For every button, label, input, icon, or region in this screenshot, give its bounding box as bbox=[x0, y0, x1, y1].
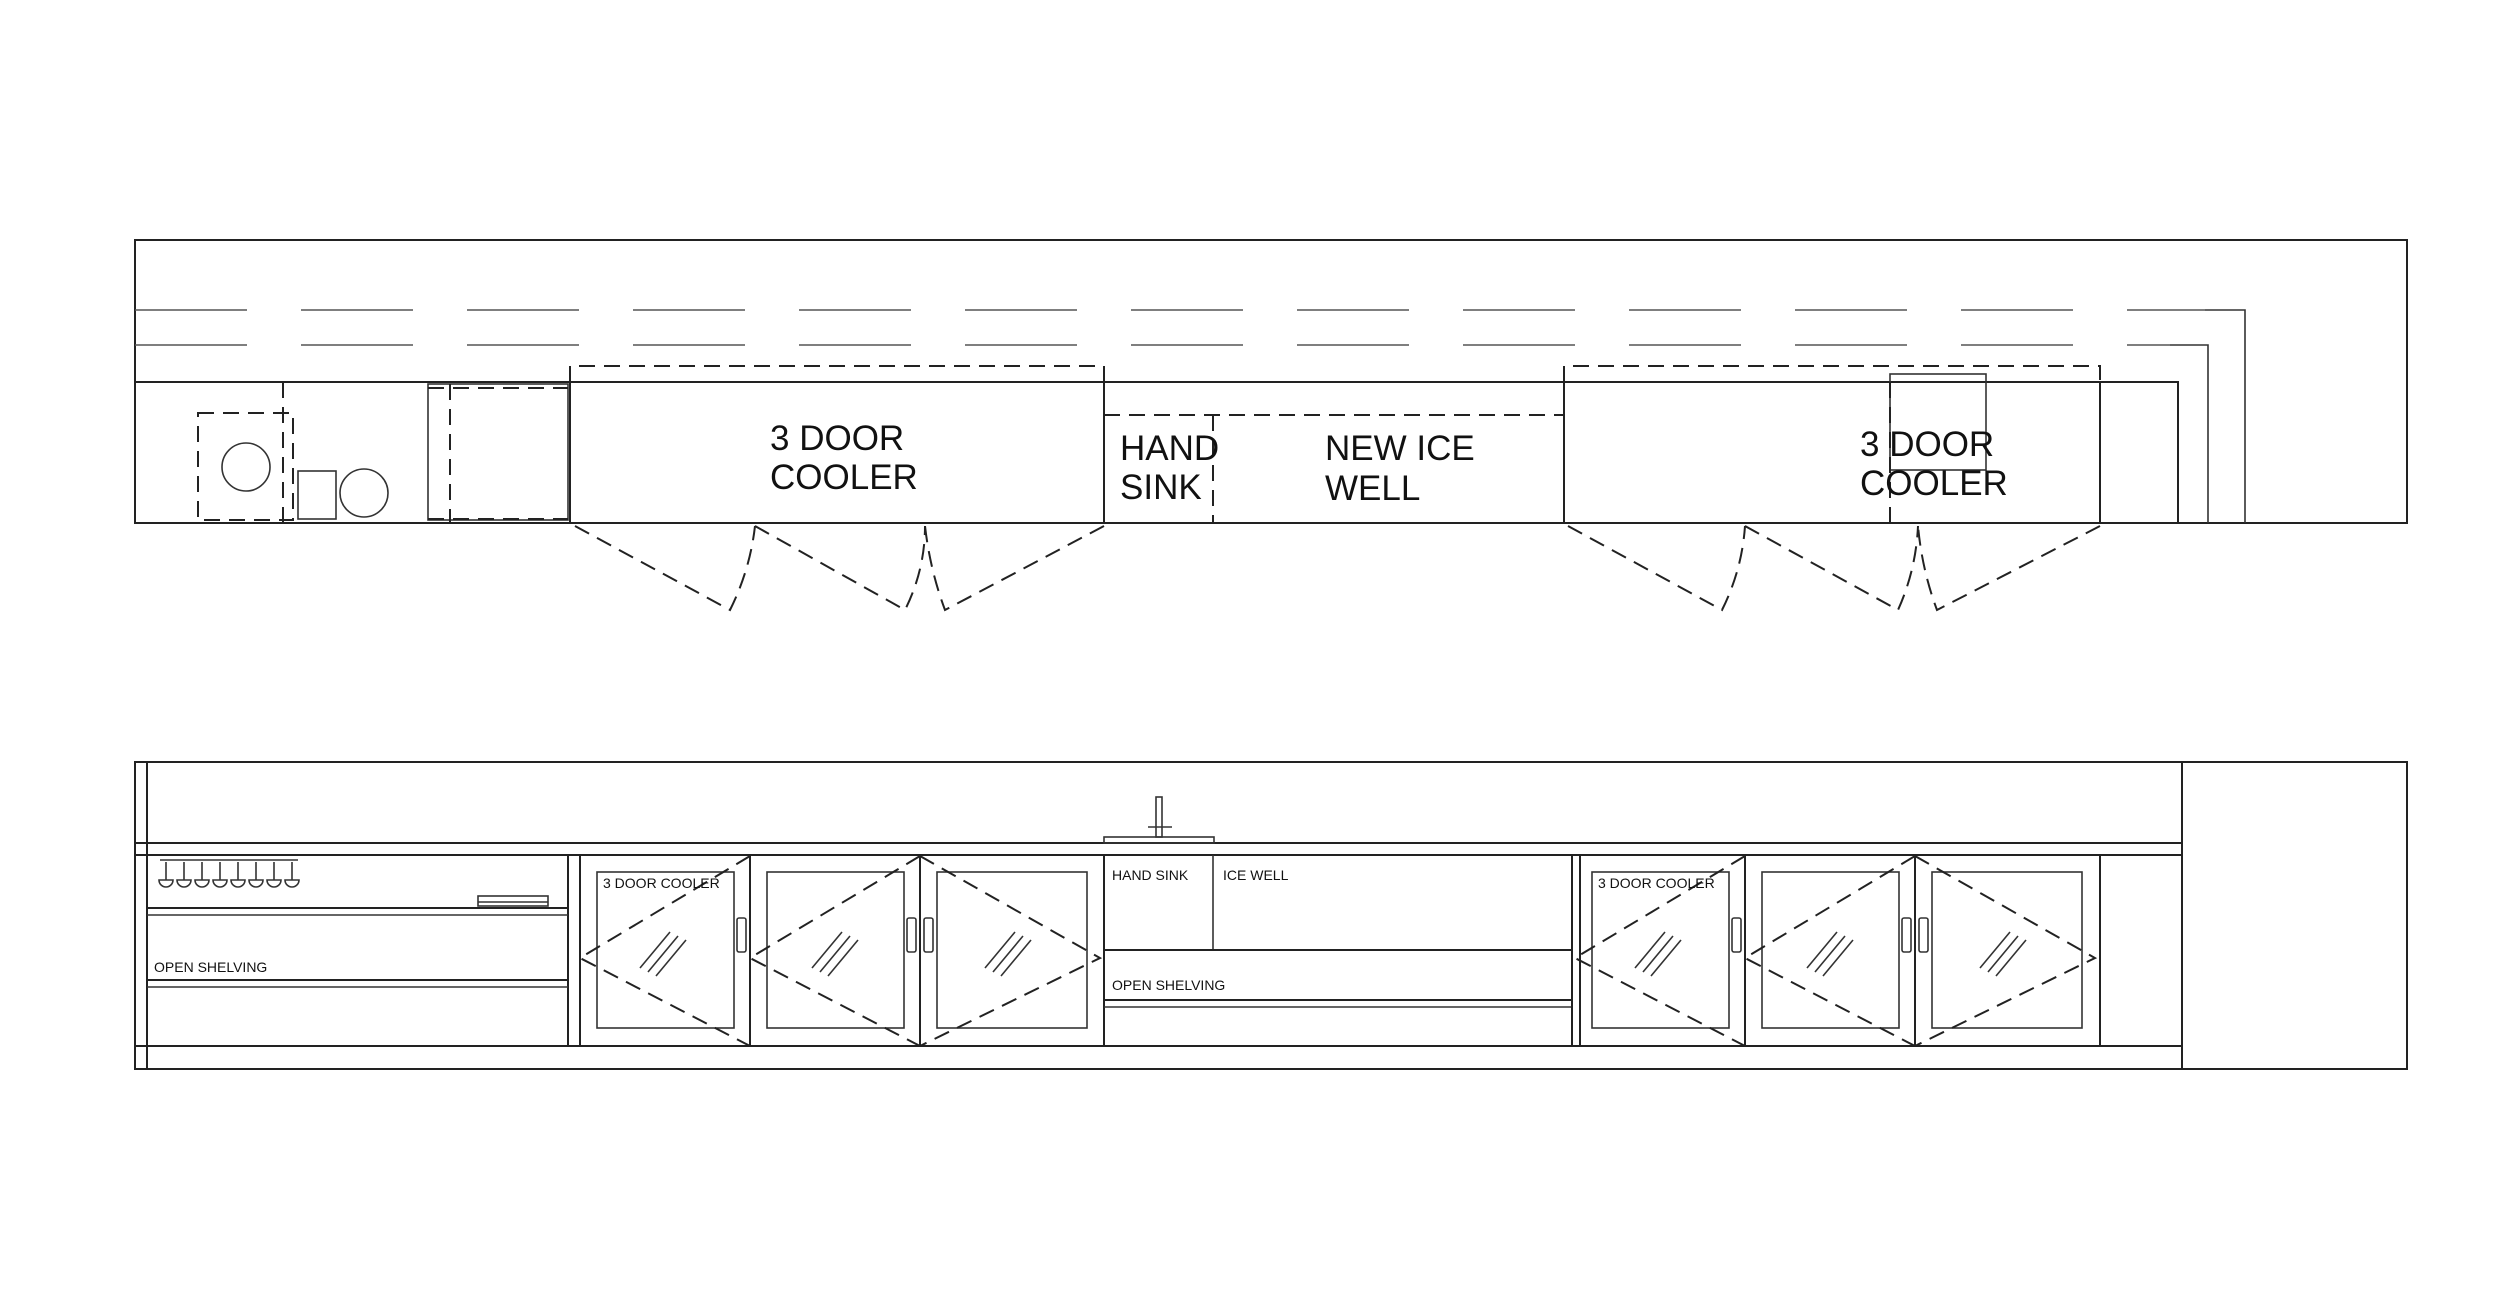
equipment-dashed-outline bbox=[197, 412, 294, 521]
elevation-hand-sink-label: HAND SINK bbox=[1112, 867, 1189, 883]
elevation-open-shelving-left-label: OPEN SHELVING bbox=[154, 959, 267, 975]
cabinet-outline bbox=[427, 383, 569, 521]
elevation-ice-well-label: ICE WELL bbox=[1223, 867, 1289, 883]
plan-hand-sink: HAND SINK bbox=[1104, 414, 1564, 523]
cooler-door bbox=[596, 871, 735, 1029]
glass-reflection-icon bbox=[1979, 931, 2027, 977]
plan-left-cooler-label-1: 3 DOOR bbox=[770, 419, 904, 458]
elevation-center: HAND SINK ICE WELL OPEN SHELVING bbox=[1104, 855, 1573, 1046]
overhead-corner-line bbox=[2170, 344, 2209, 523]
plan-view: 3 DOOR COOLER HAND SINK NEW ICE WELL 3 D… bbox=[134, 239, 2408, 612]
door-handle-icon bbox=[1731, 917, 1742, 953]
door-swing-indicator bbox=[577, 855, 751, 1047]
sink-rim bbox=[1103, 836, 1215, 844]
plan-left-cooler-label-2: COOLER bbox=[770, 458, 918, 497]
plan-right-cooler-label-1: 3 DOOR bbox=[1860, 425, 1994, 464]
elevation-left-cooler-label: 3 DOOR COOLER bbox=[603, 875, 720, 891]
plan-right-cooler: 3 DOOR COOLER bbox=[1563, 365, 2101, 612]
plan-left-cooler: 3 DOOR COOLER bbox=[569, 365, 1105, 612]
plan-hand-sink-label-1: HAND bbox=[1120, 429, 1219, 468]
elevation-right-cooler: 3 DOOR COOLER bbox=[1572, 855, 2101, 1047]
counter-back-line bbox=[135, 381, 2179, 523]
elevation-view: OPEN SHELVING 3 DOOR COOLER bbox=[134, 761, 2408, 1070]
door-swing bbox=[754, 525, 926, 612]
cooler-overhang bbox=[1563, 365, 2101, 382]
glass-reflection-icon bbox=[639, 931, 687, 977]
shelf-item bbox=[477, 895, 549, 907]
elevation-left-shelving: OPEN SHELVING bbox=[147, 855, 581, 1046]
cooler-door bbox=[766, 871, 905, 1029]
glass-reflection-icon bbox=[1806, 931, 1854, 977]
glass-reflection-icon bbox=[984, 931, 1032, 977]
door-swing bbox=[1744, 525, 1919, 612]
elevation-left-cooler: 3 DOOR COOLER bbox=[577, 855, 1105, 1047]
faucet-spout bbox=[1155, 796, 1163, 838]
cooler-overhang bbox=[569, 365, 1105, 382]
plan-ice-well-label-2: WELL bbox=[1325, 469, 1420, 508]
door-swing bbox=[574, 525, 756, 612]
cooler-door bbox=[1931, 871, 2083, 1029]
left-equipment bbox=[197, 382, 389, 523]
door-swing-indicator bbox=[919, 855, 1103, 1047]
plan-small-cabinet bbox=[427, 383, 569, 523]
door-swing-indicator bbox=[1572, 855, 1746, 1047]
door-swing bbox=[924, 525, 1105, 612]
door-handle-icon bbox=[736, 917, 747, 953]
door-handle-icon bbox=[906, 917, 917, 953]
glass-reflection-icon bbox=[1634, 931, 1682, 977]
door-swing bbox=[1917, 525, 2101, 612]
plan-hand-sink-label-2: SINK bbox=[1120, 468, 1202, 507]
door-swing-indicator bbox=[1742, 855, 1916, 1047]
door-handle-icon bbox=[1901, 917, 1912, 953]
cooler-door bbox=[1591, 871, 1730, 1029]
door-swing-indicator bbox=[747, 855, 921, 1047]
round-fixture bbox=[221, 442, 271, 492]
square-fixture bbox=[297, 470, 337, 520]
door-swing-indicator bbox=[1914, 855, 2098, 1047]
cooler-door bbox=[1761, 871, 1900, 1029]
elevation-right-cooler-label: 3 DOOR COOLER bbox=[1598, 875, 1715, 891]
door-swing bbox=[1567, 525, 1746, 612]
wine-glasses bbox=[158, 862, 300, 888]
cooler-door bbox=[936, 871, 1088, 1029]
plan-right-cooler-label-2: COOLER bbox=[1860, 464, 2008, 503]
plan-ice-well-label-1: NEW ICE bbox=[1325, 429, 1475, 468]
door-handle-icon bbox=[1918, 917, 1929, 953]
elevation-outline bbox=[134, 761, 2408, 1070]
wine-glass-rack-icon bbox=[158, 862, 300, 888]
faucet-icon bbox=[1103, 796, 1215, 844]
overhead-corner-line bbox=[2205, 309, 2246, 523]
glass-reflection-icon bbox=[811, 931, 859, 977]
door-handle-icon bbox=[923, 917, 934, 953]
plan-ice-well: NEW ICE WELL bbox=[1325, 429, 1475, 508]
round-fixture bbox=[339, 468, 389, 518]
elevation-open-shelving-center-label: OPEN SHELVING bbox=[1112, 977, 1225, 993]
